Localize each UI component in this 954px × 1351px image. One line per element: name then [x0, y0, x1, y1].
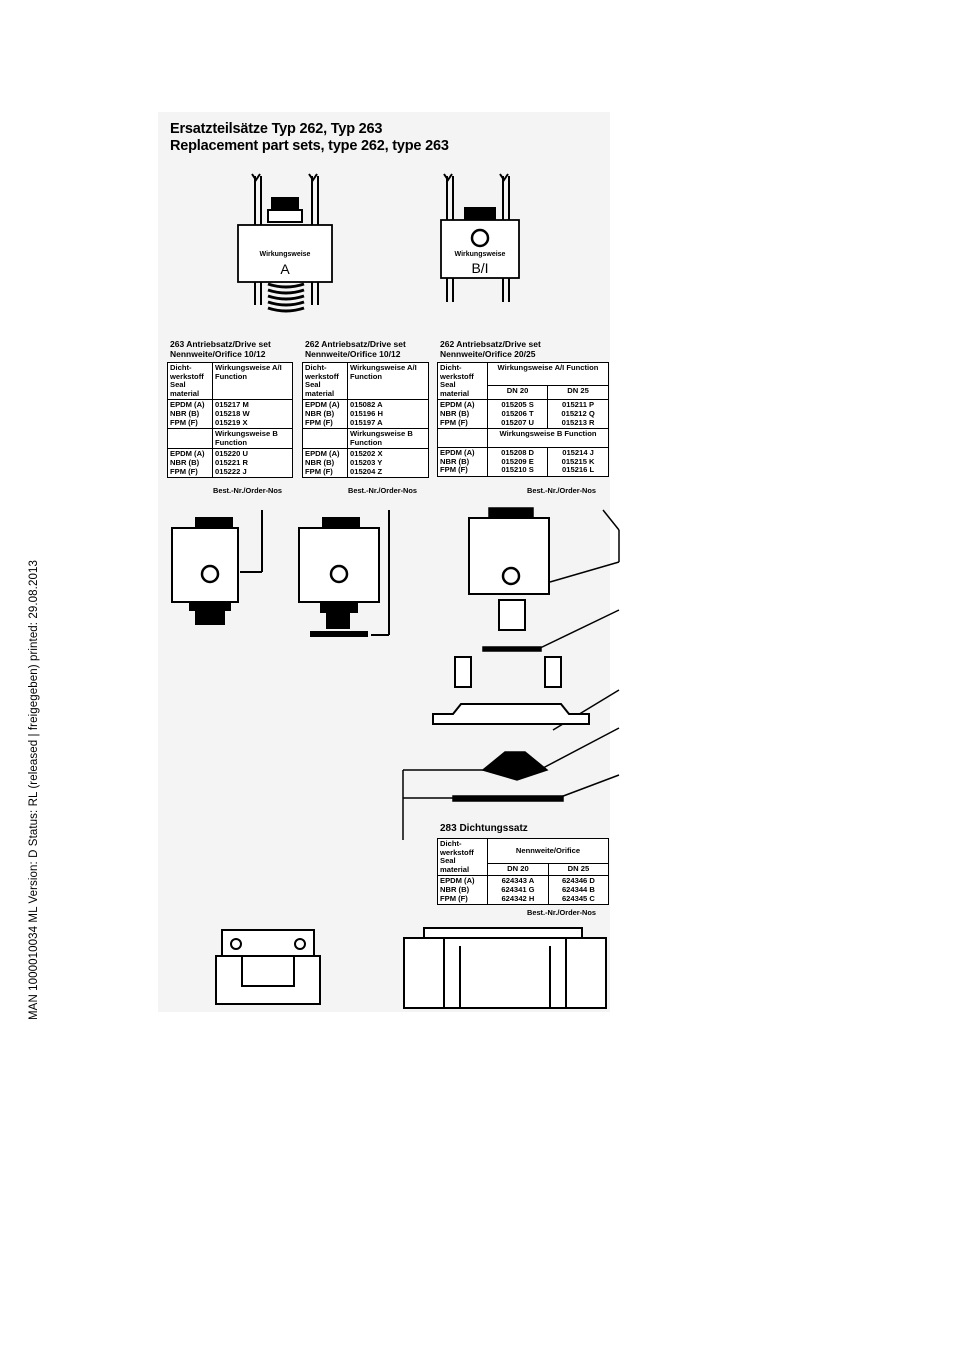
seal-set-seal-header: Dicht- werkstoff Seal material: [437, 837, 488, 877]
valve-body-large-drawing: [403, 927, 607, 1009]
coil-a-caption: Wirkungsweise: [260, 251, 311, 258]
set3-dn20-header: DN 20: [486, 384, 549, 401]
set3-materials-b: EPDM (A)NBR (B)FPM (F): [437, 447, 488, 477]
set3-heading: 262 Antriebsatz/Drive set Nennweite/Orif…: [440, 339, 541, 359]
coil-drawing-a: Wirkungsweise A: [237, 173, 333, 313]
coil-drawing-b: Wirkungsweise B/I: [440, 173, 520, 302]
set3-table: Dicht- werkstoff Seal material Wirkungsw…: [437, 361, 609, 477]
set3-order-label: Best.-Nr./Order-Nos: [527, 486, 596, 495]
set2-materials-ai: EPDM (A)NBR (B)FPM (F): [302, 399, 348, 430]
valve-body-small-drawing: [215, 929, 321, 1005]
set3-seal-header: Dicht- werkstoff Seal material: [437, 361, 488, 401]
set2-seal-header: Dicht- werkstoff Seal material: [302, 361, 348, 401]
coil-b-caption: Wirkungsweise: [455, 251, 506, 258]
set2-heading: 262 Antriebsatz/Drive set Nennweite/Orif…: [305, 339, 406, 359]
set2-table: Dicht- werkstoff Seal material Wirkungsw…: [302, 361, 429, 479]
seal-set-order-label: Best.-Nr./Order-Nos: [527, 908, 596, 917]
coil-b-letter: B/I: [471, 260, 488, 276]
seal-set-materials: EPDM (A)NBR (B)FPM (F): [437, 875, 488, 906]
set2-heading-line1: 262 Antriebsatz/Drive set: [305, 339, 406, 349]
set3-heading-line2: Nennweite/Orifice 20/25: [440, 349, 536, 359]
set3-function-b-header: Wirkungsweise B Function: [487, 428, 609, 449]
set3-materials-ai: EPDM (A)NBR (B)FPM (F): [437, 399, 488, 430]
drive-set-drawing-262-small: [298, 510, 390, 637]
set1-function-ai-header: Wirkungsweise A/I Function: [212, 361, 293, 401]
set1-function-b-header: Wirkungsweise B Function: [212, 428, 293, 450]
set3-heading-line1: 262 Antriebsatz/Drive set: [440, 339, 541, 349]
seal-set-dn25-header: DN 25: [547, 862, 610, 877]
drive-set-drawing-262-large: [402, 507, 620, 840]
seal-set-table: Dicht- werkstoff Seal material Nennweite…: [437, 837, 610, 906]
page-title-english: Replacement part sets, type 262, type 26…: [170, 138, 449, 154]
set1-materials-b: EPDM (A)NBR (B)FPM (F): [167, 448, 213, 479]
document-status-sidebar: MAN 1000010034 ML Version: D Status: RL …: [28, 560, 40, 1020]
set2-materials-b: EPDM (A)NBR (B)FPM (F): [302, 448, 348, 479]
set2-function-ai-header: Wirkungsweise A/I Function: [347, 361, 429, 401]
set1-order-label: Best.-Nr./Order-Nos: [213, 486, 282, 495]
set1-heading-line1: 263 Antriebsatz/Drive set: [170, 339, 271, 349]
page-title-german: Ersatzteilsätze Typ 262, Typ 263: [170, 121, 383, 137]
set3-dn25-header: DN 25: [547, 384, 609, 401]
set2-function-b-header: Wirkungsweise B Function: [347, 428, 429, 450]
set1-heading-line2: Nennweite/Orifice 10/12: [170, 349, 266, 359]
set1-seal-header: Dicht- werkstoff Seal material: [167, 361, 213, 401]
set1-heading: 263 Antriebsatz/Drive set Nennweite/Orif…: [170, 339, 271, 359]
coil-a-letter: A: [280, 261, 290, 277]
set3-function-ai-header: Wirkungsweise A/I Function: [487, 362, 609, 386]
seal-set-heading: 283 Dichtungssatz: [440, 823, 528, 834]
set1-table: Dicht- werkstoff Seal material Wirkungsw…: [167, 361, 293, 479]
seal-set-dn20-header: DN 20: [487, 862, 549, 877]
set1-materials-ai: EPDM (A)NBR (B)FPM (F): [167, 399, 213, 430]
set2-order-label: Best.-Nr./Order-Nos: [348, 486, 417, 495]
drive-set-drawing-263: [171, 510, 263, 625]
set2-heading-line2: Nennweite/Orifice 10/12: [305, 349, 401, 359]
seal-set-orifice-header: Nennweite/Orifice: [487, 838, 609, 864]
